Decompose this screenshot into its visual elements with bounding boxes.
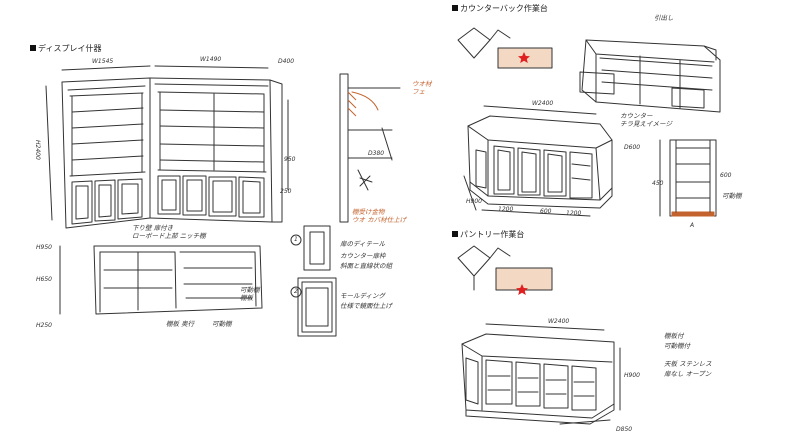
right-note-2: 棚板 — [240, 294, 253, 302]
door-details-drawing — [290, 225, 337, 337]
circle-2-label: 2 — [294, 288, 298, 295]
counter-back-drawing — [579, 39, 721, 113]
lower-label-2: 可動棚 — [212, 320, 232, 328]
lower-label: 棚板 奥行 — [166, 320, 195, 328]
finish-note: ウオ材 — [412, 80, 432, 88]
lower-note-2: ローボード上部 ニッチ棚 — [132, 232, 206, 240]
display-depth: D400 — [278, 58, 295, 65]
section-a-drawing — [659, 139, 717, 217]
lower-display-drawing — [59, 245, 263, 315]
counter-note-3: 引出し — [654, 14, 674, 22]
pantry-note-1: 棚板付 — [664, 332, 684, 340]
display-section-title: ディスプレイ什器 — [30, 44, 101, 54]
counter-plan-drawing — [457, 27, 553, 69]
display-height: H2400 — [34, 140, 41, 160]
counter-height: H900 — [466, 198, 482, 205]
pantry-plan-drawing — [457, 245, 553, 291]
circle-1-label: 1 — [294, 236, 298, 243]
pantry-perspective-drawing — [461, 323, 621, 425]
pantry-note-4: 扉なし オープン — [664, 370, 712, 378]
pantry-note-2: 可動棚付 — [664, 342, 690, 350]
display-d380: D380 — [368, 150, 385, 157]
door-note-4: モールディング — [340, 292, 386, 300]
counter-width: W2400 — [532, 100, 554, 107]
display-width-2: W1490 — [200, 56, 222, 63]
bracket-sub-note: ウオ カバ材仕上げ — [352, 216, 407, 224]
counter-side-2: 600 — [720, 172, 732, 179]
display-h950: H950 — [36, 244, 52, 251]
pantry-height: H900 — [624, 372, 640, 379]
pantry-width: W2400 — [548, 318, 570, 325]
display-cabinet-drawing — [45, 65, 289, 229]
finish-note-2: フェ — [412, 88, 425, 96]
counter-perspective-drawing — [463, 105, 613, 217]
pantry-note-3: 天板 ステンレス — [664, 360, 712, 368]
counter-star-icon — [518, 52, 530, 63]
counter-depth: D600 — [624, 144, 641, 151]
door-note-3: 斜面と直線状の組 — [340, 262, 392, 270]
counter-note-4: 可動棚 — [722, 192, 742, 200]
door-note-1: 扉のディテール — [340, 240, 386, 248]
counter-side: 450 — [652, 180, 664, 187]
display-h650: H650 — [36, 276, 52, 283]
counter-note-1: カウンター — [620, 112, 653, 120]
star-markers — [516, 52, 530, 295]
section-a-label: A — [690, 222, 695, 229]
pantry-section-title: パントリー作業台 — [452, 230, 524, 240]
display-h250: H250 — [36, 322, 52, 329]
bracket-orange-accent — [347, 91, 357, 117]
display-d250: 250 — [280, 188, 292, 195]
bracket-detail-drawing — [339, 73, 401, 223]
door-note-5: 仕様で鏡面仕上げ — [340, 302, 392, 310]
right-note: 可動棚 — [240, 286, 260, 294]
pantry-star-icon — [516, 284, 528, 295]
bracket-note: 棚受け金物 — [352, 208, 385, 216]
pantry-depth: D850 — [616, 426, 633, 433]
door-note-2: カウンター扉枠 — [340, 252, 386, 260]
counter-note-2: チラ見えイメージ — [620, 120, 672, 128]
counter-l3: 1200 — [566, 210, 582, 217]
counter-l1: 1200 — [498, 206, 514, 213]
display-width-1: W1545 — [92, 58, 114, 65]
lower-note: 下り壁 扉付き — [132, 224, 174, 232]
display-d950: 950 — [284, 156, 296, 163]
counter-section-title: カウンターバック作業台 — [452, 4, 548, 14]
counter-l2: 600 — [540, 208, 552, 215]
